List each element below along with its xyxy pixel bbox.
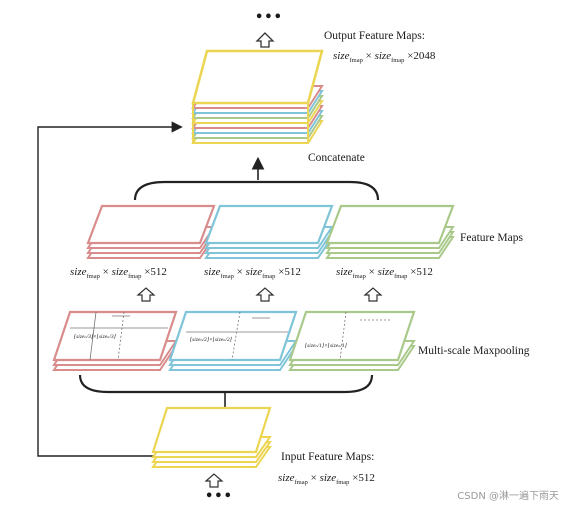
output-dims: sizefmap × sizefmap ×2048: [333, 50, 436, 65]
branch-dims-green: sizefmap × sizefmap ×512: [336, 266, 433, 281]
ellipsis-top: •••: [255, 10, 283, 25]
ellipsis-bottom: •••: [205, 489, 233, 504]
pooling-grid-blue: [168, 310, 298, 371]
pooling-grid-green: [288, 310, 416, 371]
feature-map-blue: [204, 204, 334, 259]
up-arrow-icon: [136, 287, 383, 302]
input-dims: sizefmap × sizefmap ×512: [278, 472, 375, 487]
input-feature-stack: [151, 406, 272, 468]
multiscale-label: Multi-scale Maxpooling: [418, 345, 530, 357]
up-arrow-icon: [204, 473, 224, 488]
concatenate-label: Concatenate: [308, 152, 365, 164]
up-arrow-icon: [255, 32, 275, 48]
output-title: Output Feature Maps:: [324, 30, 425, 42]
pool-size-blue: ⌊sizeₙ/2⌋×⌊sizeₙ/2⌋: [190, 337, 232, 343]
feature-maps-label: Feature Maps: [460, 232, 523, 244]
pooling-grid-red: [52, 310, 178, 371]
pool-size-green: ⌊sizeₙ/1⌋×⌊sizeₙ/1⌋: [305, 343, 347, 349]
feature-map-red: [86, 204, 216, 259]
branch-dims-red: sizefmap × sizefmap ×512: [70, 266, 167, 281]
branch-dims-blue: sizefmap × sizefmap ×512: [204, 266, 301, 281]
concat-brace: [133, 180, 380, 201]
watermark: CSDN @淋一遍下雨天: [457, 491, 559, 502]
feature-map-green: [325, 204, 455, 259]
pool-size-red: ⌊sizeₙ/3⌋×⌊sizeₙ/3⌋: [74, 334, 116, 340]
skip-connection-arrow: [37, 121, 183, 457]
split-brace: [78, 374, 374, 394]
output-feature-stack: [191, 49, 324, 144]
input-title: Input Feature Maps:: [281, 451, 375, 463]
